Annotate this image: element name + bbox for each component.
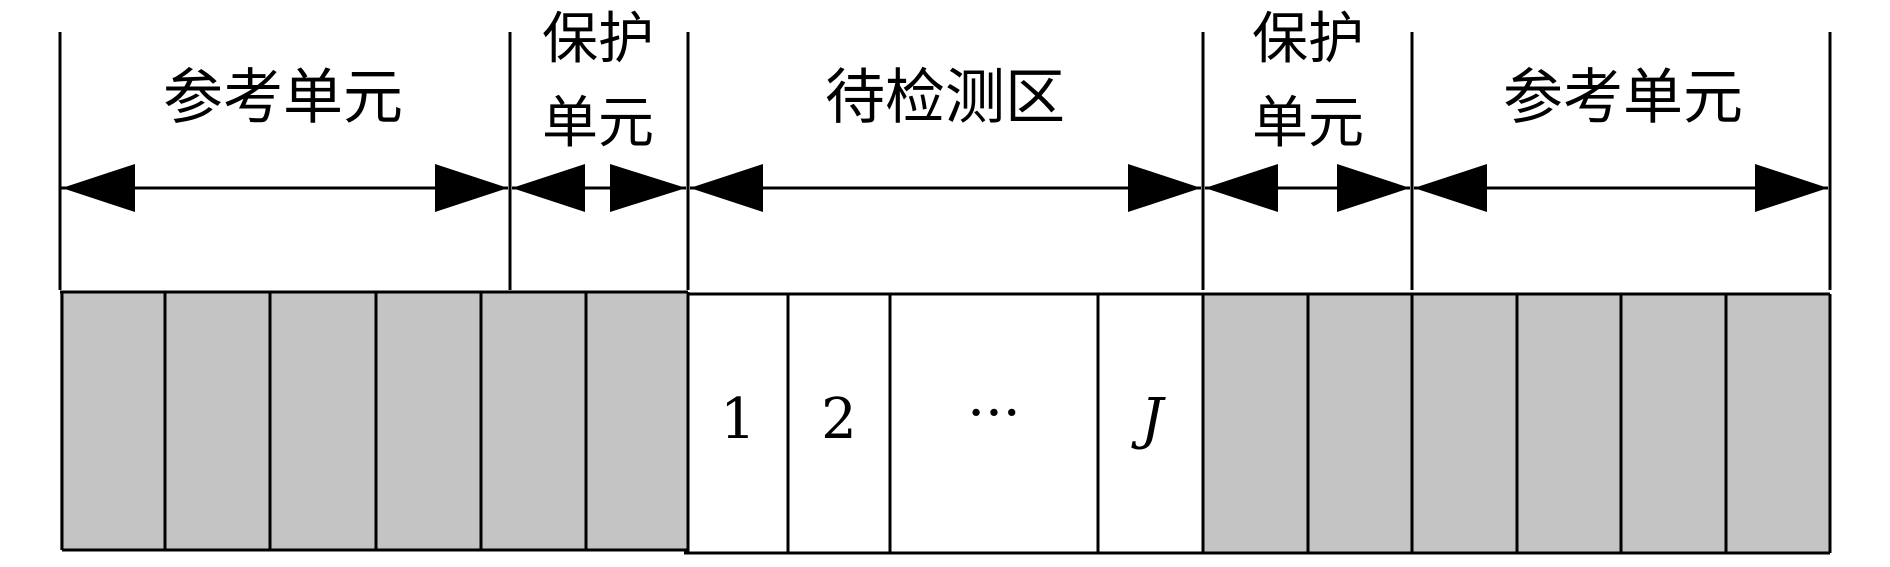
guard-left-label-line2: 单元 <box>542 91 654 156</box>
arrowheads <box>62 164 1828 212</box>
arrowhead-left-icon <box>512 164 585 212</box>
right-shaded-cells <box>1203 294 1830 552</box>
arrowhead-left-icon <box>1414 164 1487 212</box>
guard-right-label-line1: 保护 <box>1252 7 1364 72</box>
test-zone-label: 待检测区 <box>825 63 1065 133</box>
strip-outline <box>60 290 1832 555</box>
ref-left-label: 参考单元 <box>163 63 403 133</box>
arrowhead-right-icon <box>1755 164 1828 212</box>
arrowhead-right-icon <box>610 164 686 212</box>
test-cells: 1 2 ··· J <box>688 294 1203 552</box>
arrowhead-left-icon <box>690 164 763 212</box>
ref-right-label: 参考单元 <box>1503 63 1743 133</box>
zone-boundaries <box>58 32 1832 290</box>
test-cell-ellipsis: ··· <box>967 381 1020 446</box>
test-cell-2: 2 <box>821 387 857 452</box>
arrowhead-left-icon <box>1205 164 1278 212</box>
test-block <box>688 294 1203 552</box>
arrowhead-right-icon <box>1337 164 1410 212</box>
arrowhead-right-icon <box>435 164 508 212</box>
guard-left-label-line1: 保护 <box>542 7 654 72</box>
guard-right-label-line2: 单元 <box>1252 91 1364 156</box>
left-shaded-block <box>60 292 688 550</box>
arrowhead-left-icon <box>62 164 135 212</box>
test-cell-1: 1 <box>720 387 756 452</box>
arrowhead-right-icon <box>1128 164 1201 212</box>
left-shaded-cells <box>60 292 688 550</box>
